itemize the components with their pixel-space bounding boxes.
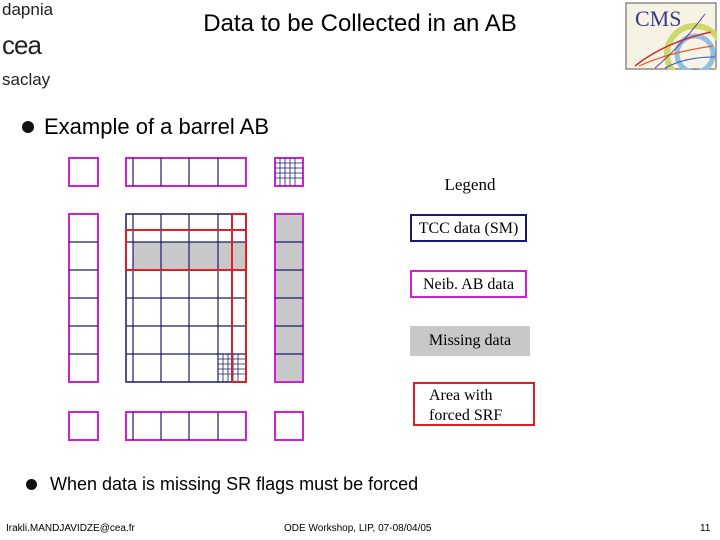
bullet-missing-data: When data is missing SR flags must be fo… — [50, 474, 419, 494]
page-number: 11 — [700, 523, 711, 534]
neib-box-top-right-grid — [274, 157, 304, 187]
cea-logo: cea — [2, 30, 42, 60]
bullet-icon — [26, 479, 37, 490]
forced-srf-column — [231, 213, 247, 383]
bullet-icon — [22, 121, 34, 133]
neib-box-bottom-right — [274, 411, 304, 441]
neib-box-bottom-left — [68, 411, 99, 441]
neib-strip-bottom — [125, 411, 247, 441]
legend-label-missing: Missing data — [428, 332, 512, 349]
slide-title: Data to be Collected in an AB — [203, 10, 517, 37]
legend-label-neib: Neib. AB data — [422, 276, 515, 293]
legend-label-forced-srf: Area with forced SRF — [429, 387, 503, 424]
legend-item-missing: Missing data — [410, 326, 530, 356]
cms-logo: CMS — [625, 2, 717, 70]
neib-box-top-left — [68, 157, 99, 187]
legend-item-neib: Neib. AB data — [410, 270, 527, 298]
legend-item-tcc: TCC data (SM) — [410, 214, 527, 242]
neib-strip-left — [68, 213, 99, 383]
neib-strip-right — [274, 213, 304, 383]
dapnia-logo: dapnia — [2, 0, 54, 19]
legend-title: Legend — [444, 175, 496, 194]
neib-strip-top — [125, 157, 247, 187]
footer-author: Irakli.MANDJAVIDZE@cea.fr — [6, 523, 135, 534]
legend-label-tcc: TCC data (SM) — [418, 220, 519, 237]
tcc-central-grid — [125, 213, 247, 383]
saclay-logo: saclay — [2, 70, 51, 89]
footer-event: ODE Workshop, LIP, 07-08/04/05 — [284, 523, 432, 534]
bullet-example: Example of a barrel AB — [44, 114, 270, 139]
cms-logo-text: CMS — [635, 6, 682, 31]
legend-item-forced-srf: Area with forced SRF — [413, 382, 535, 426]
